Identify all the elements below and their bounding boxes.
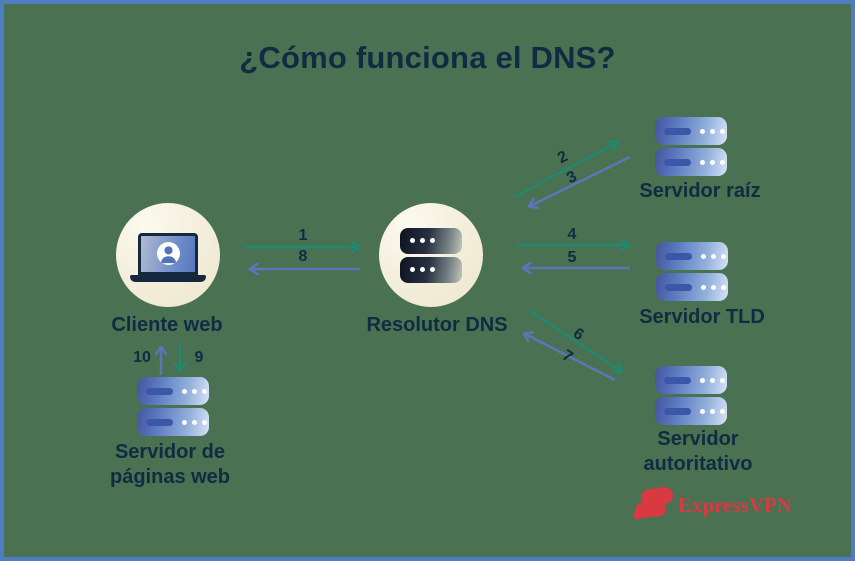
diagram-title: ¿Cómo funciona el DNS? (239, 40, 616, 75)
dns-resolver-server-icon (400, 227, 462, 283)
server-bar (664, 158, 691, 166)
authoritative-server-icon (655, 366, 727, 425)
arrow-number-2: 2 (554, 147, 571, 168)
arrow-number-7: 7 (558, 347, 576, 367)
server-led-dots (700, 408, 705, 414)
server-bar (665, 252, 692, 260)
arrow-number-6: 6 (569, 325, 587, 345)
servidor-paginas-web-label-line1: Servidor de (114, 441, 226, 463)
servidor-autoritativo-label-line2: autoritativo (643, 453, 753, 475)
servidor-paginas-web-label: Servidor de páginas web (110, 440, 230, 490)
server-led-dots (182, 388, 187, 394)
server-led-dots (410, 238, 415, 243)
arrow-number-9: 9 (194, 349, 204, 366)
server-led-dots (700, 128, 705, 134)
arrow-number-10: 10 (133, 349, 151, 366)
resolutor-dns-label: Resolutor DNS (366, 314, 508, 336)
server-led-dots (701, 253, 706, 259)
user-avatar-icon (156, 242, 180, 265)
cliente-web-circle (116, 203, 220, 307)
servidor-paginas-web-label-line2: páginas web (109, 466, 231, 488)
server-unit (400, 227, 462, 254)
expressvpn-logo: ExpressVPN (632, 486, 792, 524)
server-bar (146, 418, 173, 426)
server-unit (655, 397, 727, 425)
server-bar (146, 387, 173, 395)
expressvpn-mark-icon (633, 486, 673, 520)
server-led-dots (700, 377, 705, 383)
servidor-autoritativo-label: Servidor autoritativo (644, 427, 753, 477)
server-unit (137, 408, 209, 436)
server-unit (655, 366, 727, 394)
tld-server-icon (656, 242, 728, 301)
server-unit (656, 273, 728, 301)
servidor-autoritativo-label-line1: Servidor (657, 428, 739, 450)
arrow-3 (527, 155, 631, 209)
servidor-raiz-label: Servidor raíz (639, 180, 761, 202)
arrow-number-3: 3 (563, 167, 580, 188)
arrow-number-8: 8 (298, 248, 308, 265)
servidor-tld-label: Servidor TLD (639, 306, 765, 328)
arrow-number-5: 5 (567, 249, 577, 266)
server-unit (656, 242, 728, 270)
server-unit (137, 377, 209, 405)
server-led-dots (182, 419, 187, 425)
cliente-web-label: Cliente web (111, 314, 223, 336)
server-led-dots (700, 159, 705, 165)
server-bar (664, 127, 691, 135)
server-bar (664, 407, 691, 415)
web-pages-server-icon (137, 377, 209, 436)
server-unit (400, 256, 462, 283)
arrow-number-1: 1 (298, 227, 308, 244)
root-server-icon (655, 117, 727, 176)
server-bar (665, 283, 692, 291)
laptop-screen (138, 232, 198, 275)
server-bar (664, 376, 691, 384)
server-unit (655, 117, 727, 145)
server-led-dots (410, 267, 415, 272)
resolutor-dns-circle (379, 203, 483, 307)
laptop-base (130, 274, 206, 282)
server-unit (655, 148, 727, 176)
server-led-dots (701, 284, 706, 290)
arrow-number-4: 4 (567, 226, 577, 243)
expressvpn-wordmark: ExpressVPN (678, 492, 792, 517)
laptop-user-icon (130, 232, 206, 282)
